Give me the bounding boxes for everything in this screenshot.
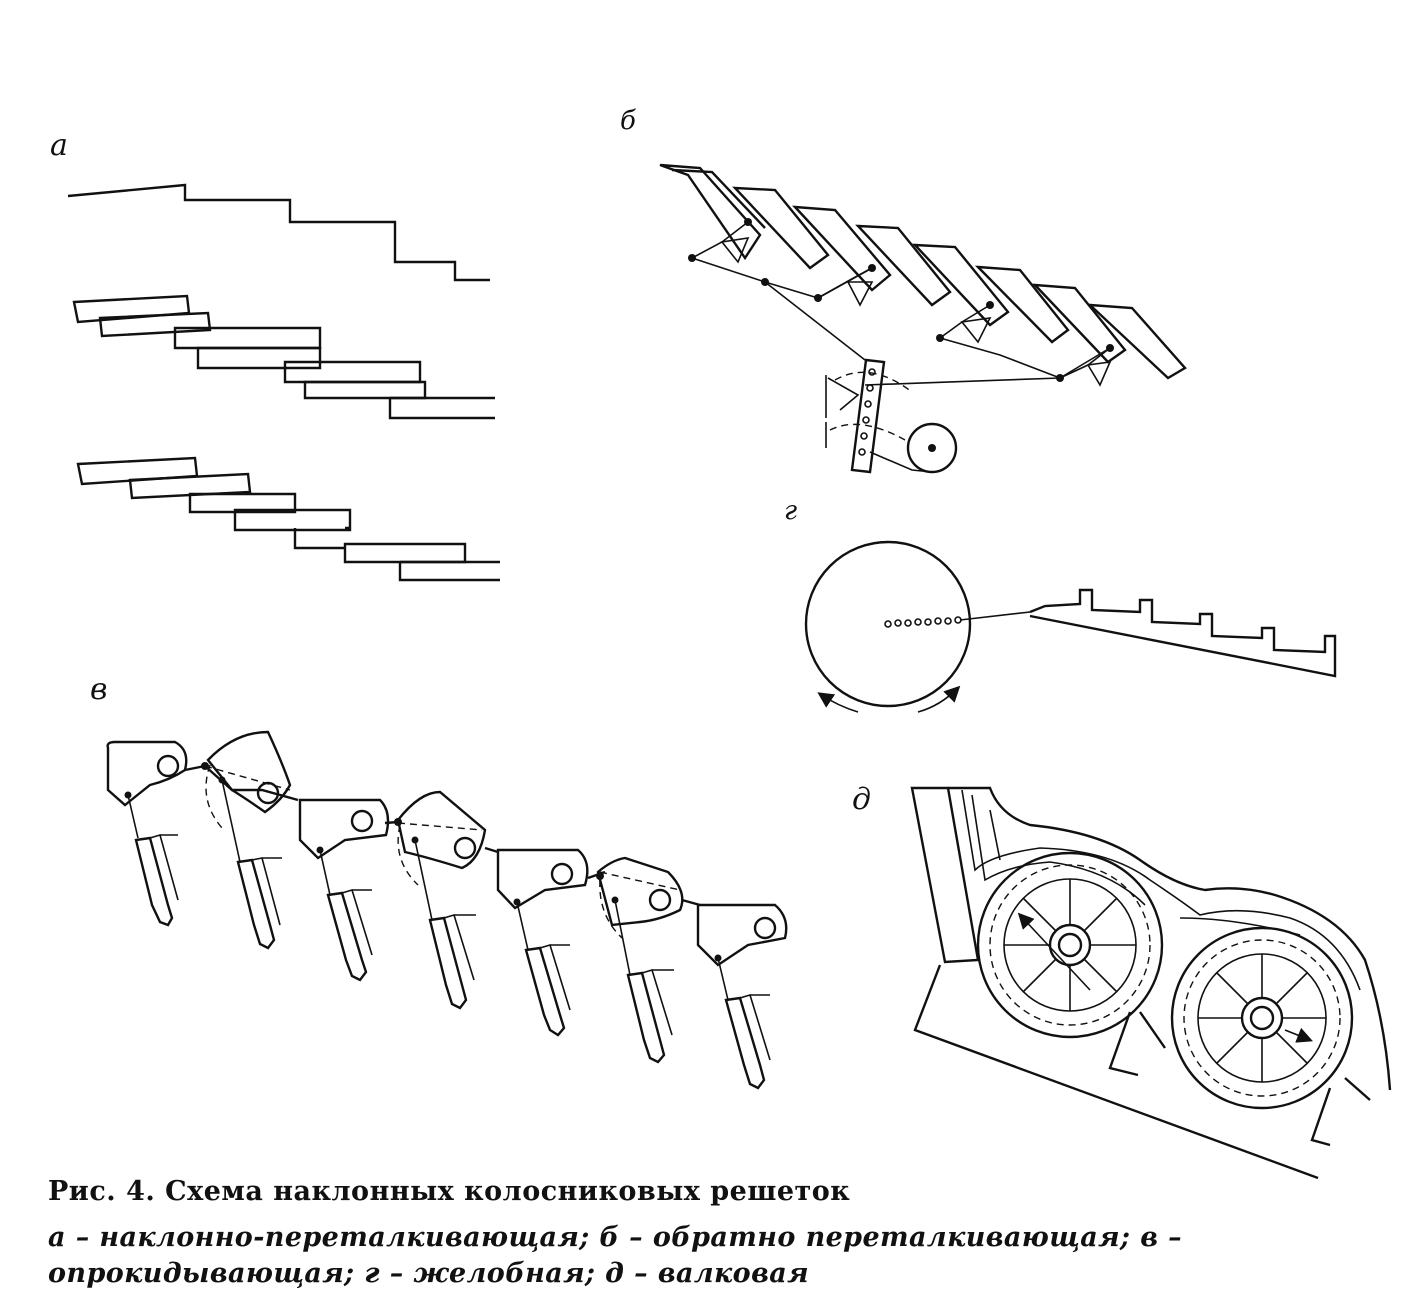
scheme-d-roller-2 xyxy=(1170,926,1354,1110)
scheme-d-roller-1 xyxy=(976,851,1164,1039)
scheme-b-grate-bars xyxy=(659,163,1187,380)
scheme-d-flow-lines xyxy=(961,789,1361,991)
scheme-b-linkage xyxy=(688,218,1114,387)
scheme-b-drive-lever xyxy=(825,358,913,474)
scheme-g-drive-disc xyxy=(804,540,972,708)
panel-label-a: а xyxy=(50,128,68,163)
scheme-g-trough-profile xyxy=(1029,588,1337,678)
scheme-a-step-profile xyxy=(67,183,490,282)
panel-label-d: д xyxy=(852,782,872,817)
scheme-a-inclined-push-grate xyxy=(67,183,500,582)
scheme-g-trough-grate xyxy=(804,540,1337,713)
scheme-g-rotation-arrow-right xyxy=(917,685,961,713)
panel-label-b: б xyxy=(620,106,636,136)
scheme-g-rotation-arrow-left xyxy=(817,692,859,713)
scheme-g-chain xyxy=(884,611,1031,628)
figure-caption-title: Рис. 4. Схема наклонных колосниковых реш… xyxy=(48,1176,851,1207)
scheme-b-drive-wheel xyxy=(869,422,958,474)
figure-caption-description: а – наклонно-переталкивающая; б – обратн… xyxy=(48,1222,1183,1289)
scheme-v-tilting-grate xyxy=(106,730,788,1090)
scheme-d-hatched-wall xyxy=(910,786,980,964)
panel-label-g: г xyxy=(784,496,798,526)
scheme-d-base xyxy=(913,964,1371,1180)
scheme-a-grate-stack-2 xyxy=(76,456,500,582)
scheme-v-grate-elements xyxy=(106,730,788,967)
scheme-b-reverse-push-grate xyxy=(659,163,1187,474)
scheme-a-grate-stack-1 xyxy=(72,294,495,420)
scheme-d-casing xyxy=(948,786,1392,1091)
panel-label-v: в xyxy=(90,672,108,707)
scheme-d-roller-grate xyxy=(910,786,1392,1180)
scheme-v-cylinders xyxy=(127,779,771,1090)
